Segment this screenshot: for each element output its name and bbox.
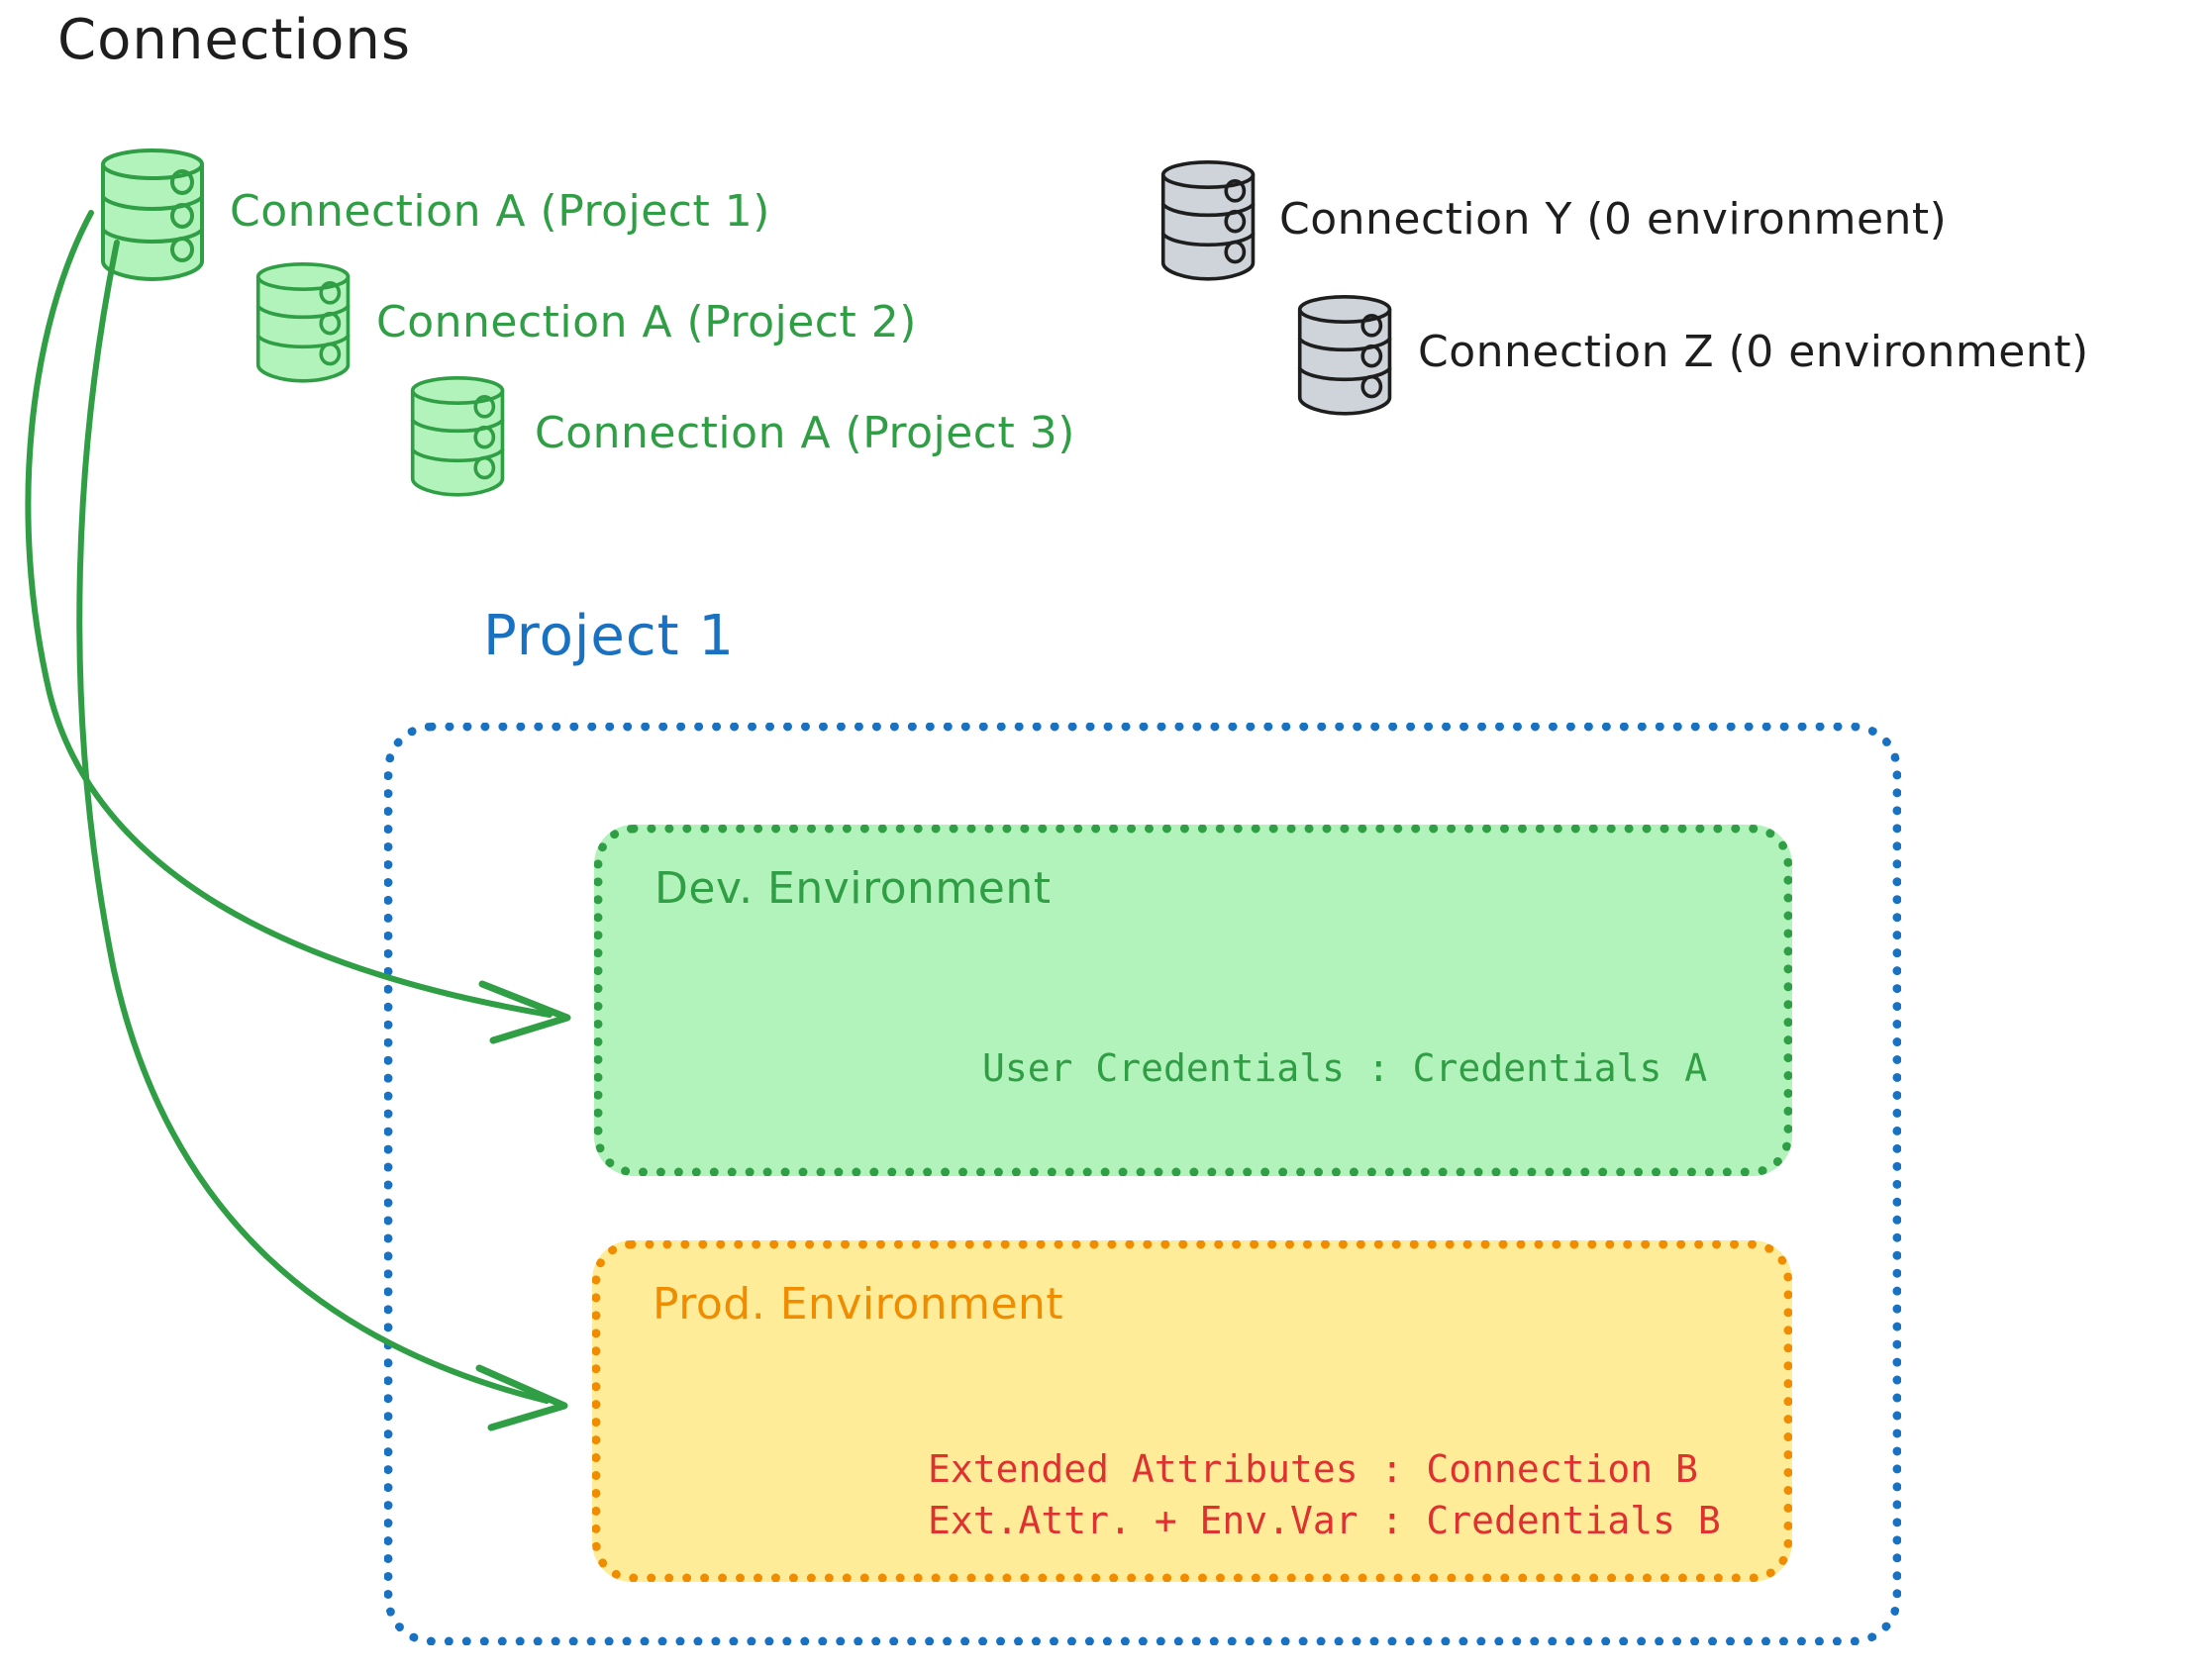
database-icon-connection-y [1151, 150, 1267, 287]
prod-extended-attributes-line: Extended Attributes : Connection B [928, 1447, 1698, 1491]
dev-user-credentials-line: User Credentials : Credentials A [982, 1046, 1708, 1090]
database-icon-connection-z [1287, 285, 1404, 422]
prod-ext-attr-env-var-line: Ext.Attr. + Env.Var : Credentials B [928, 1499, 1721, 1542]
database-icon-connection-a-project-3 [400, 366, 517, 503]
connection-label-a-project-2: Connection A (Project 2) [376, 297, 917, 347]
prod-environment-title: Prod. Environment [653, 1279, 1064, 1329]
connection-label-a-project-1: Connection A (Project 1) [230, 186, 770, 237]
page-title: Connections [57, 8, 412, 72]
dev-environment-title: Dev. Environment [654, 863, 1052, 914]
database-icon-connection-a-project-1 [89, 139, 218, 287]
dev-environment-box[interactable]: Dev. Environment User Credentials : Cred… [594, 825, 1792, 1176]
connection-label-a-project-3: Connection A (Project 3) [535, 408, 1075, 458]
connection-label-z: Connection Z (0 environment) [1418, 327, 2089, 377]
connection-label-y: Connection Y (0 environment) [1279, 194, 1948, 245]
prod-environment-box[interactable]: Prod. Environment Extended Attributes : … [592, 1240, 1792, 1582]
database-icon-connection-a-project-2 [246, 252, 362, 389]
project-title: Project 1 [483, 604, 736, 668]
